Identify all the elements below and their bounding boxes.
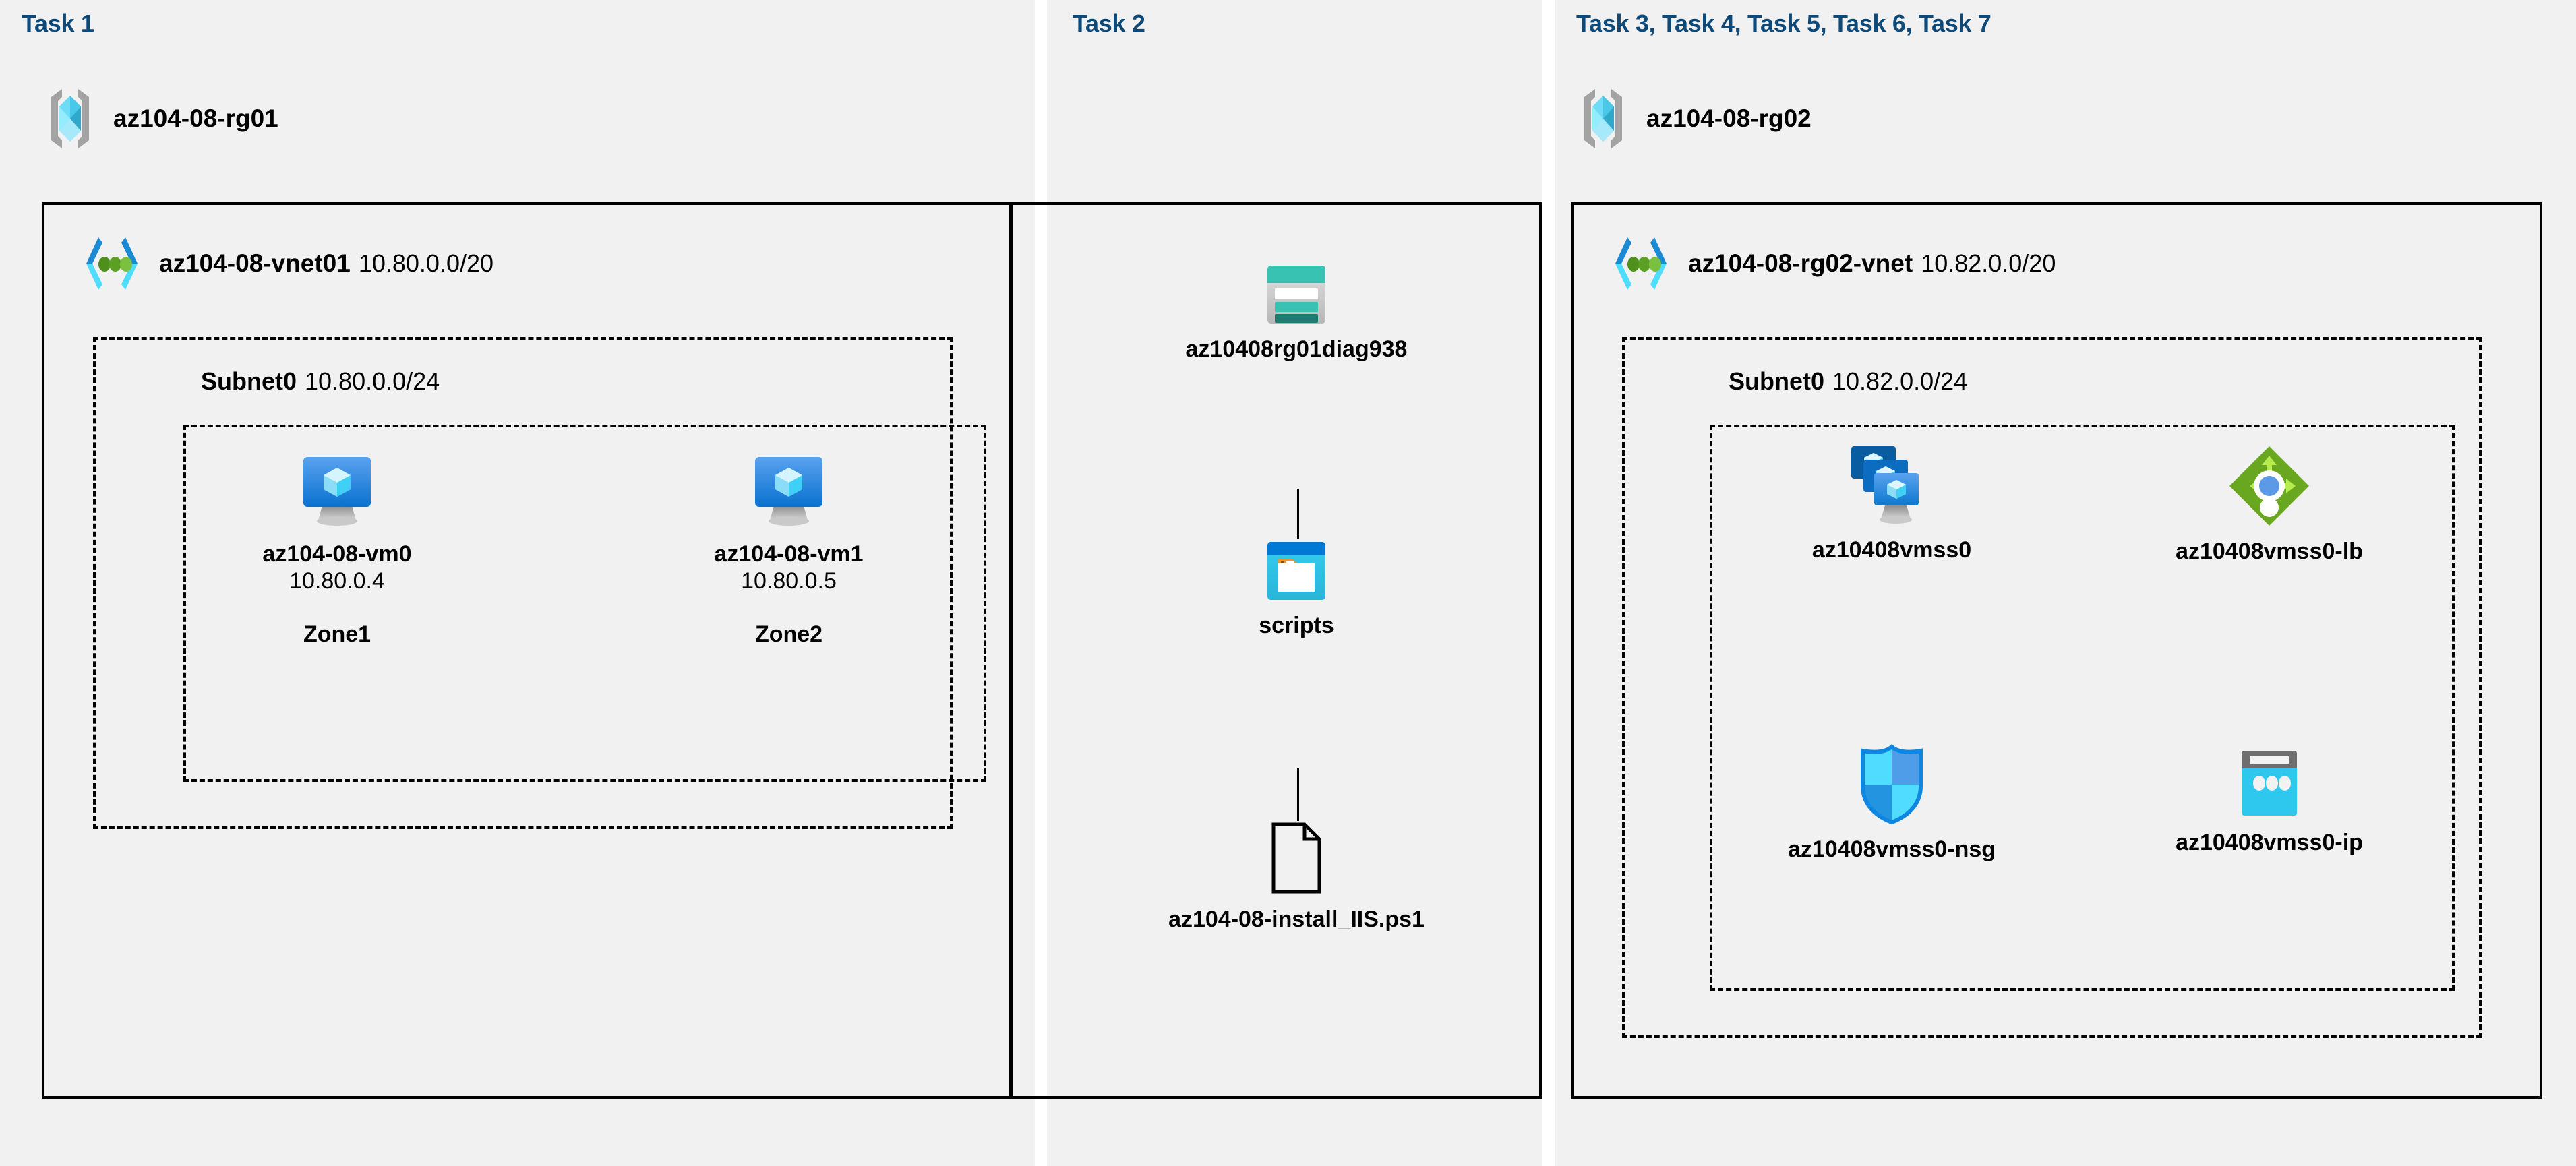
- resource-group-az104-08-rg02: az104-08-rg02: [1575, 86, 1811, 151]
- vnet-cidr-label: 10.82.0.0/20: [1921, 249, 2056, 277]
- panel-task-2: Task 2: [1009, 0, 1542, 1166]
- vnet-header-az104-08-vnet01: az104-08-vnet01 10.80.0.0/20: [80, 235, 493, 293]
- file-az104-08-install-iis-ps1: az104-08-install_IIS.ps1: [1101, 821, 1492, 933]
- public-ip-address-az10408vmss0-ip: az10408vmss0-ip: [2121, 748, 2418, 856]
- subnet-boundary-subnet0: [1622, 337, 2482, 1038]
- vm-scale-set-az10408vmss0: az10408vmss0: [1743, 443, 2040, 563]
- subnet-boundary-subnet0: [93, 337, 953, 829]
- load-balancer-icon: [2227, 443, 2312, 528]
- file-icon: [1267, 821, 1326, 896]
- vm-zone-label: Zone2: [754, 621, 823, 648]
- task2-boundary: [1009, 202, 1542, 1099]
- public-ip-address-label: az10408vmss0-ip: [2176, 830, 2363, 855]
- vnet-boundary-az104-08-rg02-vnet: [1571, 202, 2542, 1099]
- panel-task-1: Task 1 az104-08-rg01: [0, 0, 1035, 1166]
- panel-task-3-to-7: Task 3, Task 4, Task 5, Task 6, Task 7 a…: [1555, 0, 2576, 1166]
- subnet-header-subnet0: Subnet0 10.80.0.0/24: [201, 367, 440, 396]
- public-ip-address-icon: [2234, 748, 2305, 820]
- subnet-cidr-label: 10.80.0.0/24: [305, 367, 440, 395]
- resource-group-icon: [1575, 86, 1631, 151]
- resource-group-az104-08-rg01: az104-08-rg01: [42, 86, 278, 151]
- virtual-network-icon: [1609, 235, 1673, 293]
- resource-group-icon: [42, 86, 98, 151]
- file-label: az104-08-install_IIS.ps1: [1168, 907, 1425, 932]
- vm-ip-label: 10.80.0.5: [741, 568, 837, 594]
- vnet-name-label: az104-08-rg02-vnet: [1688, 249, 1913, 277]
- load-balancer-az10408vmss0-lb: az10408vmss0-lb: [2121, 443, 2418, 565]
- subnet-cidr-label: 10.82.0.0/24: [1832, 367, 1968, 395]
- virtual-machine-az104-08-vm1: az104-08-vm1 10.80.0.5 Zone2: [674, 453, 903, 648]
- resource-group-label: az104-08-rg01: [113, 104, 278, 132]
- vm-scale-set-icon: [1849, 443, 1935, 527]
- availability-zone-group-boundary: [183, 425, 986, 782]
- vm-name-label: az104-08-vm0: [262, 541, 412, 567]
- blob-container-label: scripts: [1259, 613, 1334, 638]
- virtual-network-icon: [80, 235, 144, 293]
- storage-account-az10408rg01diag938: az10408rg01diag938: [1155, 263, 1438, 363]
- task-1-heading: Task 1: [22, 9, 94, 37]
- vnet-boundary-az104-08-vnet01: [42, 202, 1013, 1099]
- vnet-cidr-label: 10.80.0.0/20: [358, 249, 494, 277]
- vm-name-label: az104-08-vm1: [714, 541, 864, 567]
- vm-ip-label: 10.80.0.4: [289, 568, 385, 594]
- vm-zone-label: Zone1: [303, 621, 371, 648]
- resource-group-label: az104-08-rg02: [1646, 104, 1811, 132]
- connector-container-to-file: [1297, 768, 1299, 821]
- task-2-heading: Task 2: [1073, 9, 1145, 37]
- vnet-header-az104-08-rg02-vnet: az104-08-rg02-vnet 10.82.0.0/20: [1609, 235, 2056, 293]
- virtual-machine-icon: [750, 453, 828, 531]
- virtual-machine-icon: [298, 453, 376, 531]
- connector-storage-to-container: [1297, 489, 1299, 539]
- blob-container-icon: [1265, 539, 1328, 603]
- subnet-resources-boundary: [1710, 425, 2455, 991]
- vnet-name-label: az104-08-vnet01: [159, 249, 351, 277]
- storage-account-label: az10408rg01diag938: [1185, 336, 1408, 362]
- storage-account-icon: [1265, 263, 1328, 326]
- network-security-group-label: az10408vmss0-nsg: [1787, 836, 1996, 862]
- blob-container-scripts: scripts: [1202, 539, 1391, 639]
- subnet-name-label: Subnet0: [201, 367, 297, 395]
- subnet-name-label: Subnet0: [1729, 367, 1825, 395]
- load-balancer-label: az10408vmss0-lb: [2176, 539, 2363, 564]
- virtual-machine-az104-08-vm0: az104-08-vm0 10.80.0.4 Zone1: [222, 453, 452, 648]
- network-security-group-icon: [1855, 741, 1929, 826]
- vm-scale-set-label: az10408vmss0: [1811, 537, 1972, 563]
- network-security-group-az10408vmss0-nsg: az10408vmss0-nsg: [1743, 741, 2040, 863]
- task-3-to-7-heading: Task 3, Task 4, Task 5, Task 6, Task 7: [1576, 9, 1991, 37]
